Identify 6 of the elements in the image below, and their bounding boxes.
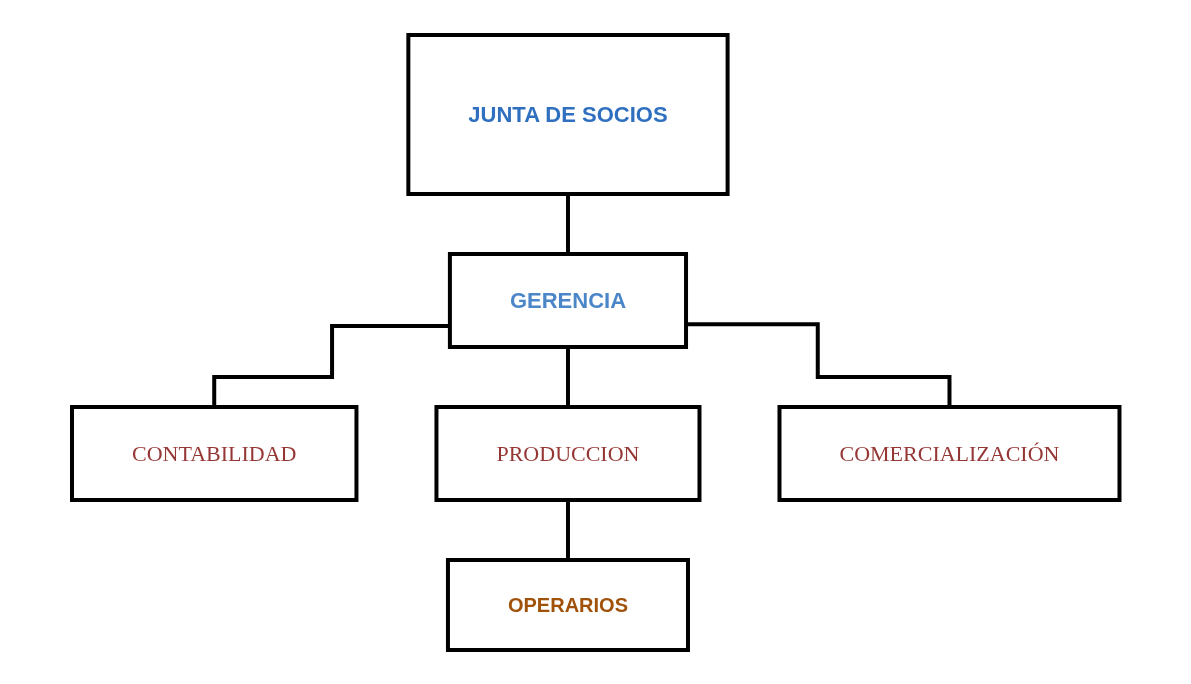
node-box: CONTABILIDAD	[69, 404, 359, 502]
node-box: OPERARIOS	[445, 557, 690, 652]
node-box: PRODUCCION	[434, 404, 702, 502]
node-box: GERENCIA	[447, 251, 688, 349]
node-box: COMERCIALIZACIÓN	[777, 404, 1122, 502]
node-box: JUNTA DE SOCIOS	[406, 32, 730, 196]
